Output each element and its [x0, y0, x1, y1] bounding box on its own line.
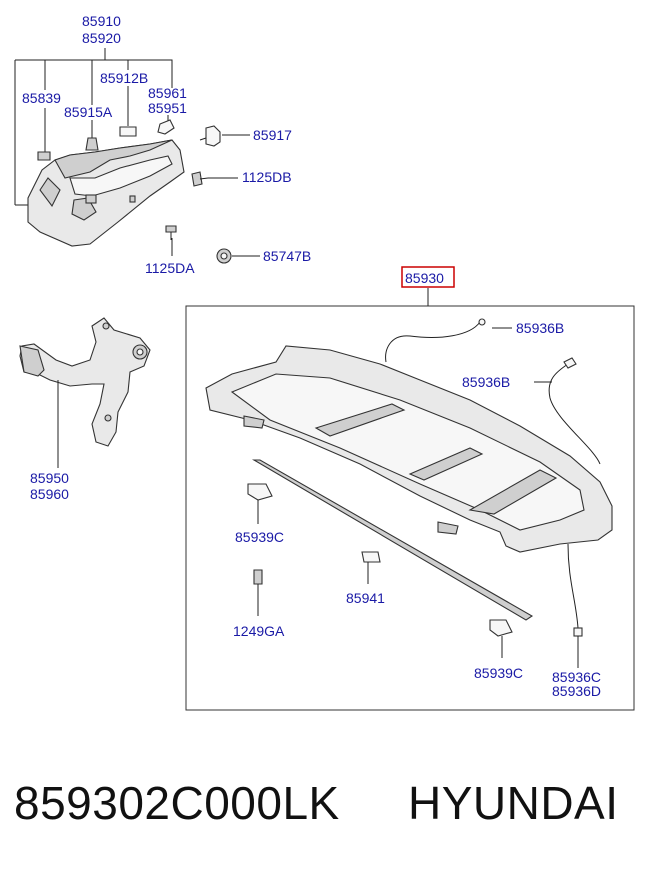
upper-bracket-leader-lines: [14, 48, 260, 257]
parts-diagram: 85910 85920 85912B 85839 85915A 85961 85…: [14, 13, 635, 711]
label-85912b: 85912B: [100, 70, 148, 86]
label-85941: 85941: [346, 590, 385, 606]
label-85939c-upper: 85939C: [235, 529, 284, 545]
part-number: 859302C000LK: [14, 777, 340, 829]
trim-bracket-part: [27, 119, 185, 247]
label-85936c: 85936C: [552, 669, 601, 685]
assembly-frame: [185, 288, 635, 711]
label-85917: 85917: [253, 127, 292, 143]
label-85961: 85961: [148, 85, 187, 101]
label-85960: 85960: [30, 486, 69, 502]
label-85936b-lower: 85936B: [462, 374, 510, 390]
label-85920: 85920: [82, 30, 121, 46]
package-tray-part: [205, 345, 613, 553]
label-1125da: 1125DA: [145, 260, 195, 276]
highlight-box: [401, 266, 455, 288]
hinge-bracket-part: [19, 317, 151, 468]
label-1125db: 1125DB: [242, 169, 292, 185]
fastener-parts: [165, 125, 232, 264]
label-85939c-lower: 85939C: [474, 665, 523, 681]
brand-name: HYUNDAI: [408, 777, 619, 829]
label-85915a: 85915A: [64, 104, 113, 120]
label-85936d: 85936D: [552, 683, 601, 699]
label-1249ga: 1249GA: [233, 623, 285, 639]
label-85950: 85950: [30, 470, 69, 486]
label-85930: 85930: [405, 270, 444, 286]
label-85747b: 85747B: [263, 248, 311, 264]
label-85951: 85951: [148, 100, 187, 116]
wires-and-clips: [247, 318, 601, 668]
label-85936b-upper: 85936B: [516, 320, 564, 336]
footer-caption: 859302C000LK HYUNDAI: [0, 768, 649, 838]
label-85910: 85910: [82, 13, 121, 29]
part-labels: 85910 85920 85912B 85839 85915A 85961 85…: [22, 13, 601, 699]
label-85839: 85839: [22, 90, 61, 106]
tray-strip-part: [251, 459, 534, 621]
